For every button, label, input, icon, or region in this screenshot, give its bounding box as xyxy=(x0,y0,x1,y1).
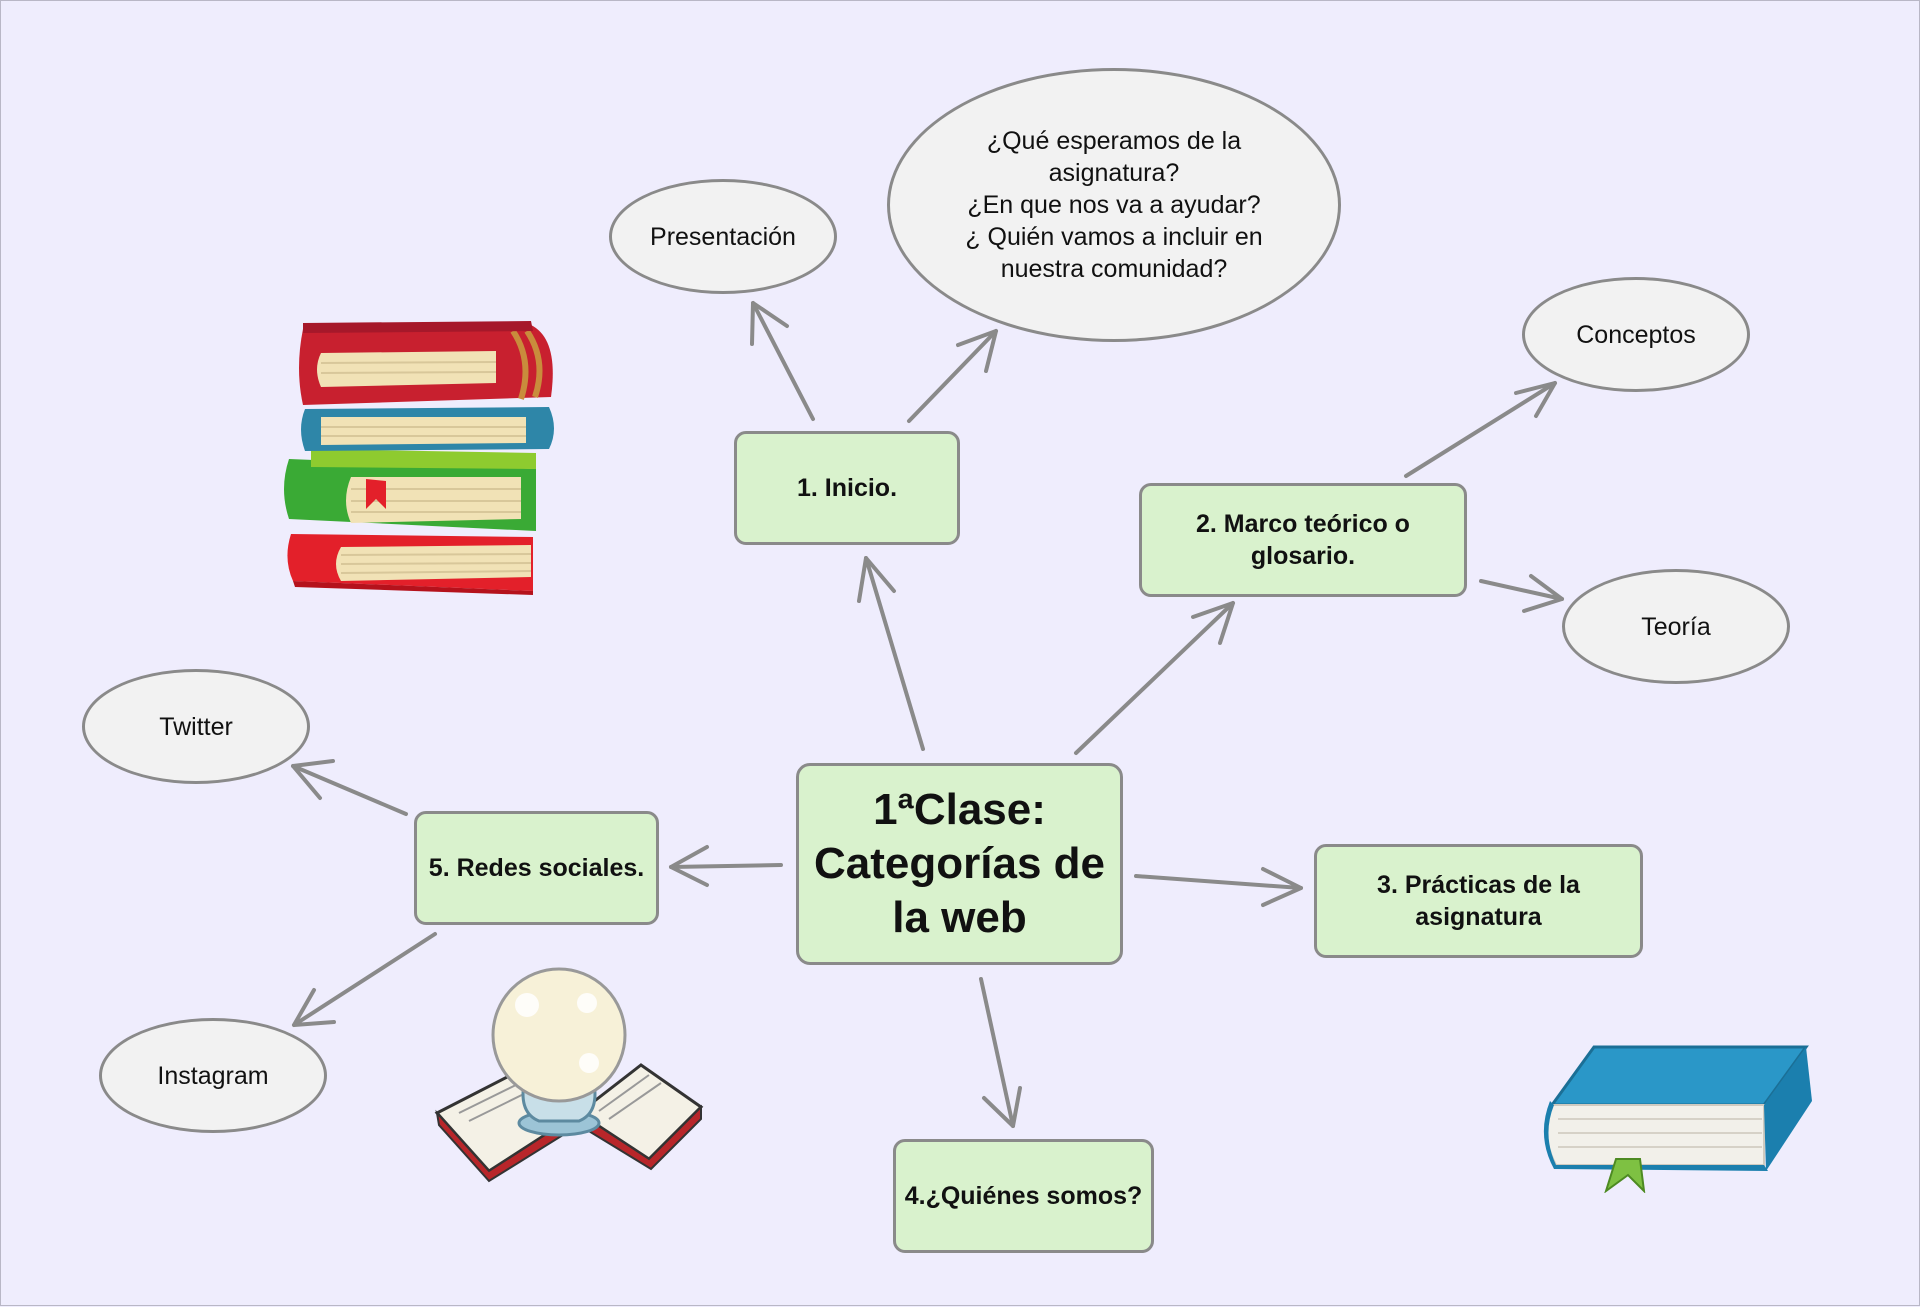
branch-label-redes-sociales: 5. Redes sociales. xyxy=(428,854,645,882)
arrow-center-to-redes xyxy=(669,845,783,887)
branch-label-quienes-somos: 4.¿Quiénes somos? xyxy=(904,1182,1143,1210)
arrow-inicio-to-presentacion xyxy=(750,301,815,421)
leaf-label-twitter: Twitter xyxy=(159,712,233,741)
arrow-center-to-marco xyxy=(1074,601,1235,755)
leaf-label-conceptos: Conceptos xyxy=(1576,320,1696,349)
arrow-center-to-practicas xyxy=(1134,867,1303,907)
branch-node-quienes-somos[interactable]: 4.¿Quiénes somos? xyxy=(893,1139,1154,1253)
leaf-node-preguntas[interactable]: ¿Qué esperamos de la asignatura? ¿En que… xyxy=(887,68,1341,342)
leaf-label-presentacion: Presentación xyxy=(650,222,796,251)
branch-node-inicio[interactable]: 1. Inicio. xyxy=(734,431,960,545)
leaf-node-twitter[interactable]: Twitter xyxy=(82,669,310,784)
branch-label-inicio: 1. Inicio. xyxy=(796,474,898,502)
leaf-label-teoria: Teoría xyxy=(1641,612,1711,641)
branch-node-practicas[interactable]: 3. Prácticas de la asignatura xyxy=(1314,844,1643,958)
branch-label-practicas: 3. Prácticas de la asignatura xyxy=(1377,871,1580,931)
arrow-center-to-inicio xyxy=(857,556,925,751)
branch-node-marco-teorico[interactable]: 2. Marco teórico o glosario. xyxy=(1139,483,1467,597)
leaf-node-presentacion[interactable]: Presentación xyxy=(609,179,837,294)
branch-node-redes-sociales[interactable]: 5. Redes sociales. xyxy=(414,811,659,925)
branch-label-marco-teorico: 2. Marco teórico o glosario. xyxy=(1196,510,1410,570)
central-topic-node[interactable]: 1ªClase: Categorías de la web xyxy=(796,763,1123,965)
crystal-ball-book-icon xyxy=(434,967,704,1183)
arrow-marco-to-conceptos xyxy=(1404,381,1557,478)
leaf-label-preguntas: ¿Qué esperamos de la asignatura? ¿En que… xyxy=(965,127,1263,283)
arrow-marco-to-teoria xyxy=(1479,574,1564,613)
arrow-redes-to-instagram xyxy=(292,932,437,1027)
book-stack-icon xyxy=(284,321,554,595)
leaf-node-instagram[interactable]: Instagram xyxy=(99,1018,327,1133)
central-topic-label: 1ªClase: Categorías de la web xyxy=(814,785,1105,942)
arrow-center-to-quienes xyxy=(979,977,1022,1128)
arrow-inicio-to-preguntas xyxy=(907,329,998,423)
leaf-node-teoria[interactable]: Teoría xyxy=(1562,569,1790,684)
leaf-node-conceptos[interactable]: Conceptos xyxy=(1522,277,1750,392)
blue-book-icon xyxy=(1543,1045,1812,1193)
arrow-redes-to-twitter xyxy=(291,759,408,816)
leaf-label-instagram: Instagram xyxy=(157,1061,269,1090)
